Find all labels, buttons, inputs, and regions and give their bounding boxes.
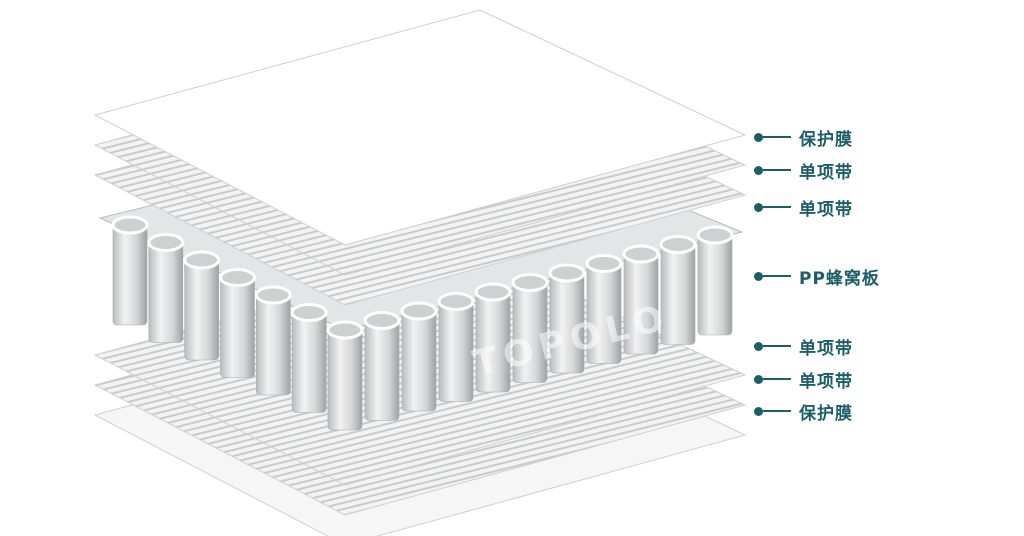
honeycomb-cell-opening	[147, 233, 185, 252]
pointer-dot-icon	[754, 406, 763, 416]
pointer-line	[763, 410, 791, 412]
pointer-dot-icon	[754, 374, 763, 384]
layer-label-text: 单项带	[799, 371, 853, 392]
pointer-line	[763, 136, 791, 138]
honeycomb-cell-opening	[326, 320, 364, 340]
pointer-line	[763, 345, 791, 347]
honeycomb-cylinder	[401, 310, 437, 412]
pointer-line	[763, 275, 791, 277]
honeycomb-cylinder	[438, 301, 474, 402]
layer-label: 单项带	[754, 335, 853, 359]
pointer-line	[763, 206, 791, 208]
honeycomb-cylinder	[327, 329, 363, 431]
layer-label: 保护膜	[754, 400, 853, 424]
layer-label: 单项带	[754, 368, 853, 392]
honeycomb-cylinder	[256, 294, 291, 396]
pointer-line	[763, 378, 791, 380]
honeycomb-cell-opening	[400, 301, 438, 321]
honeycomb-cell-opening	[254, 285, 292, 305]
layer-label-text: PP蜂窝板	[799, 268, 880, 289]
honeycomb-cell-opening	[111, 215, 149, 235]
honeycomb-cell-opening	[622, 244, 660, 264]
layer-label: PP蜂窝板	[754, 265, 880, 289]
honeycomb-cell-opening	[290, 303, 328, 322]
pointer-line	[763, 169, 791, 171]
pointer-dot-icon	[754, 202, 763, 212]
pointer-dot-icon	[754, 341, 763, 351]
layer-label: 单项带	[754, 196, 853, 220]
honeycomb-cell-opening	[183, 250, 221, 270]
honeycomb-cell-opening	[437, 292, 475, 311]
honeycomb-cell-opening	[696, 225, 734, 245]
top-protective-film	[93, 9, 747, 246]
honeycomb-cylinder	[112, 224, 148, 326]
honeycomb-cylinder	[364, 320, 400, 421]
layer-label-text: 保护膜	[799, 403, 853, 424]
honeycomb-cell-opening	[511, 273, 549, 292]
honeycomb-cylinder	[148, 242, 184, 343]
layer-label: 单项带	[754, 159, 853, 183]
pointer-dot-icon	[754, 132, 763, 142]
layer-label-text: 单项带	[799, 162, 853, 183]
pointer-dot-icon	[754, 271, 763, 281]
honeycomb-cylinder	[220, 277, 255, 378]
pointer-dot-icon	[754, 165, 763, 175]
layer-label-text: 单项带	[799, 338, 853, 359]
layer-label-text: 单项带	[799, 199, 853, 220]
honeycomb-cell-opening	[548, 263, 586, 283]
layer-label: 保护膜	[754, 126, 853, 150]
layer-label-text: 保护膜	[799, 129, 853, 150]
honeycomb-cell-opening	[474, 282, 512, 302]
honeycomb-cell-opening	[585, 254, 623, 273]
honeycomb-cylinder	[184, 259, 219, 361]
honeycomb-cell-opening	[363, 311, 401, 330]
honeycomb-cell-opening	[659, 235, 697, 254]
honeycomb-cylinder	[291, 312, 327, 413]
honeycomb-cylinder	[697, 234, 733, 336]
honeycomb-cell-opening	[219, 268, 256, 287]
